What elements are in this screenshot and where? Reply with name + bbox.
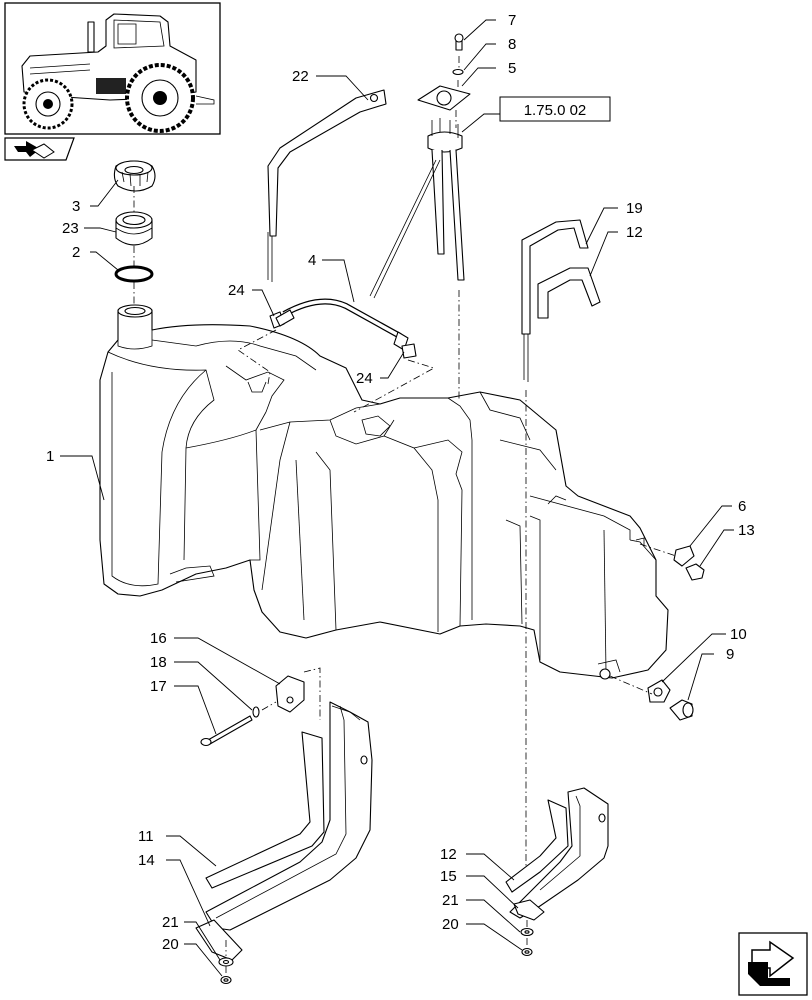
tank-support-left [205,701,373,931]
fuel-tank-main [99,304,669,680]
leader-lines [60,19,734,977]
callout-19: 19 [626,200,643,217]
callout-7: 7 [508,12,516,29]
callout-16: 16 [150,630,167,647]
washer-21-right [520,927,534,937]
bolt-17 [200,715,253,747]
washer-21-left [218,957,234,967]
callout-1: 1 [46,448,54,465]
callout-20-right: 20 [442,916,459,933]
callout-4: 4 [308,252,316,269]
strap-pad-11 [205,731,325,889]
next-page-arrow-icon[interactable] [738,932,808,996]
callout-5: 5 [508,60,516,77]
callout-6: 6 [738,498,746,515]
washer-18 [252,706,260,718]
callout-21-right: 21 [442,892,459,909]
callout-10: 10 [730,626,747,643]
tractor-thumbnail-icon[interactable] [4,2,221,135]
callout-20-left: 20 [162,936,179,953]
drain-plug-clip [647,679,671,703]
callout-22: 22 [292,68,309,85]
callouts: 1 2 3 4 5 6 7 8 9 10 11 12 12 13 14 15 1… [46,12,755,953]
callout-21-left: 21 [162,914,179,931]
vent-cap-13 [685,563,705,581]
fuel-level-sender [369,33,471,299]
previous-page-arrow-icon[interactable] [4,137,75,161]
callout-23: 23 [62,220,79,237]
callout-3: 3 [72,198,80,215]
callout-24-lower: 24 [356,370,373,387]
support-plate-15 [513,899,545,921]
callout-2: 2 [72,244,80,261]
breather-hose [269,298,417,359]
filler-cap [113,160,156,192]
callout-12-upper: 12 [626,224,643,241]
callout-13: 13 [738,522,755,539]
callout-17: 17 [150,678,167,695]
callout-8: 8 [508,36,516,53]
reference-box [499,96,611,122]
support-plate-14 [195,919,243,961]
strap-pad-12-lower [505,799,569,893]
reference-box-label: 1.75.0 02 [524,102,587,119]
vent-fitting-6 [673,545,695,567]
callout-24-upper: 24 [228,282,245,299]
callout-11: 11 [138,828,154,845]
o-ring-seal [114,265,154,283]
strap-pad-12-upper [537,267,601,319]
mounting-bracket-16 [275,675,305,713]
nut-20-right [521,947,533,957]
callout-12-lower: 12 [440,846,457,863]
nut-20-left [220,975,232,985]
callout-9: 9 [726,646,734,663]
filler-neck-ring [115,211,153,246]
tank-strap-19 [521,219,589,382]
tank-support-right [509,787,609,919]
callout-18: 18 [150,654,167,671]
callout-15: 15 [440,868,457,885]
drain-plug-cap [669,699,694,721]
tank-strap-22 [267,89,387,282]
callout-14: 14 [138,852,155,869]
